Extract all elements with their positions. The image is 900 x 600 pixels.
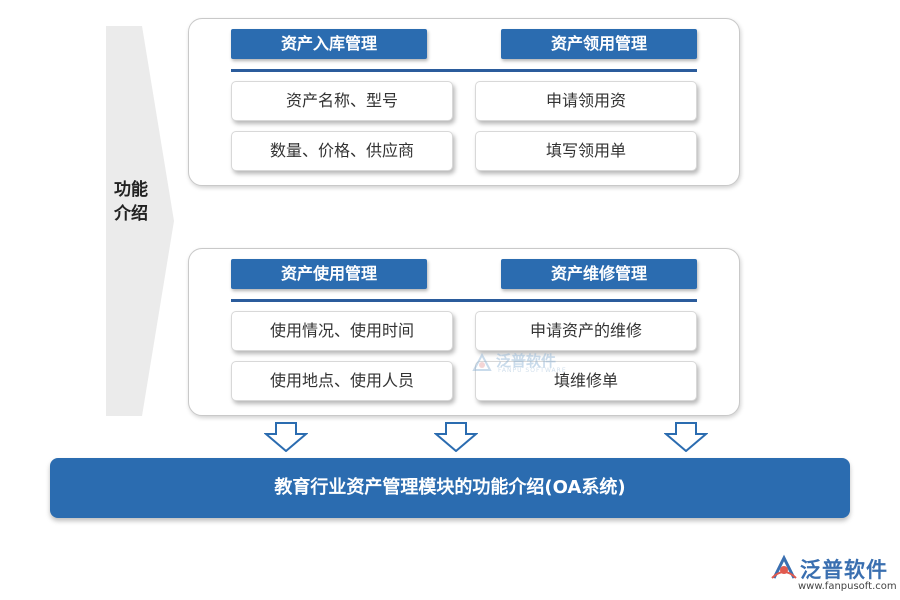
bottom-title: 教育行业资产管理模块的功能介绍(OA系统) — [274, 477, 626, 498]
panel-asset-intake-requisition: 资产入库管理 资产领用管理 资产名称、型号 数量、价格、供应商 申请领用资 填写… — [188, 18, 740, 186]
brand-logo-icon — [771, 554, 797, 579]
side-arrow-shape — [106, 26, 174, 416]
panel-asset-usage-repair: 资产使用管理 资产维修管理 使用情况、使用时间 使用地点、使用人员 申请资产的维… — [188, 248, 740, 416]
brand-logo: 泛普软件 www.fanpusoft.com — [770, 552, 897, 596]
bottom-title-bar: 教育行业资产管理模块的功能介绍(OA系统) — [50, 458, 850, 518]
item-box: 使用情况、使用时间 — [231, 311, 453, 351]
watermark: 泛普软件 FANPU SOFTWARE — [470, 352, 580, 374]
header-divider — [231, 69, 697, 72]
header-asset-intake: 资产入库管理 — [231, 29, 427, 59]
watermark-text: 泛普软件 — [496, 352, 557, 370]
item-box: 填写领用单 — [475, 131, 697, 171]
brand-logo-text: 泛普软件 — [800, 558, 888, 582]
side-label: 功能介绍 — [114, 180, 148, 224]
header-asset-usage: 资产使用管理 — [231, 259, 427, 289]
item-box: 数量、价格、供应商 — [231, 131, 453, 171]
item-box: 申请领用资 — [475, 81, 697, 121]
watermark-subtext: FANPU SOFTWARE — [498, 367, 567, 374]
down-arrow-icon — [664, 422, 708, 452]
item-box: 填维修单 — [475, 361, 697, 401]
item-box: 使用地点、使用人员 — [231, 361, 453, 401]
down-arrow-icon — [264, 422, 308, 452]
watermark-logo-icon — [472, 352, 492, 371]
item-box: 资产名称、型号 — [231, 81, 453, 121]
header-asset-repair: 资产维修管理 — [501, 259, 697, 289]
header-divider — [231, 299, 697, 302]
item-box: 申请资产的维修 — [475, 311, 697, 351]
brand-logo-url: www.fanpusoft.com — [798, 581, 897, 592]
down-arrow-icon — [434, 422, 478, 452]
header-asset-requisition: 资产领用管理 — [501, 29, 697, 59]
